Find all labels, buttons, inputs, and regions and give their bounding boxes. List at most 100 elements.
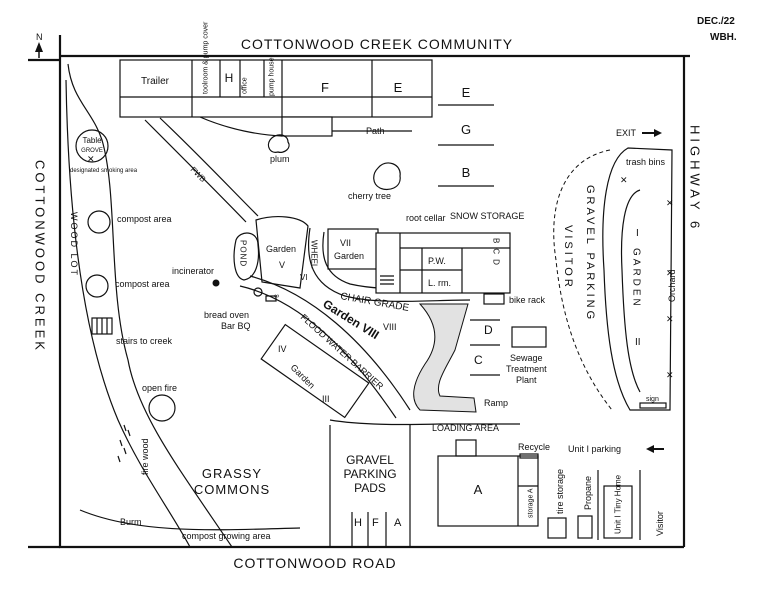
sign-label: sign [646,396,659,403]
tree-marker-3-icon: ✕ [666,268,674,278]
garden-i-number: I [636,228,639,239]
cherry-tree-icon [373,162,401,191]
burm-label: Burm [120,517,142,527]
exit-label: EXIT [616,128,637,138]
bbq-icon [265,295,277,302]
pad-a-label: A [394,517,402,529]
laundry-label: L. rm. [428,278,451,288]
lot-b-label: B [462,165,471,180]
stairs-label: stairs to creek [116,336,173,346]
path-label: Path [366,126,385,136]
table-grove-circle [75,129,109,163]
pad-h-label: H [354,517,362,529]
top-building-row [119,59,433,118]
storage-a-label: storage A [528,488,535,518]
propane-label: Propane [583,476,593,510]
lot-g-label: G [461,122,471,137]
bike-rack-label: bike rack [509,295,546,305]
lot-d-label: D [484,323,493,337]
creek-inner-curve [65,79,191,548]
building-a-label: A [474,482,483,497]
building-a [437,455,539,527]
bcd-label: BCD [492,238,501,270]
entry-arrow-icon [646,445,664,453]
pond-label: POND [239,240,248,267]
garden-iii-number: III [322,394,330,404]
compost-area-1-label: compost area [117,214,172,224]
gravel-pads-outline [329,425,411,547]
tire-storage-label: tire storage [555,469,565,514]
fire-wood-label: fire wood [140,438,150,475]
svg-text:∞: ∞ [274,293,279,300]
tree-marker-2-icon: ✕ [666,198,674,208]
root-cellar-building [375,232,511,294]
tiny-home-box [603,485,633,539]
orchard-label: Orchard [667,269,677,302]
propane-box [577,515,593,539]
creek-bank-curve [67,63,233,548]
unit-i-parking-label: Unit I parking [568,444,621,454]
pad-f-label: F [372,517,379,529]
garden-v-label: Garden [266,244,296,254]
recycle-label: Recycle [518,442,550,452]
root-cellar-label: root cellar [406,213,446,223]
ramp-label: Ramp [484,398,508,408]
compost-growing-label: compost growing area [182,531,271,541]
open-fire-circle [148,394,176,422]
author-label: WBH. [710,32,737,43]
sewage-label-1: Sewage [510,353,543,363]
creek-label: COTTONWOOD CREEK [33,160,48,353]
garden-vii [327,228,379,270]
tire-storage-box [547,517,567,539]
lot-e-label: E [462,85,471,100]
table-label: Table [82,136,102,145]
gravel-pads-label-2: PARKING [343,467,396,481]
garden-iv-number: IV [278,344,287,354]
stairs-icon [91,317,113,335]
wood-lot-label: WOOD LOT [69,212,79,277]
plum-tree-icon [267,134,290,153]
bike-rack-box [483,293,505,305]
tree-marker-1-icon: ✕ [620,175,628,185]
open-fire-label: open fire [142,383,177,393]
garden-iii-iv [260,323,370,419]
road-label: COTTONWOOD ROAD [233,555,396,571]
tree-marker-5-icon: ✕ [666,370,674,380]
grassy-label: GRASSY [202,466,262,481]
garden-ii-number: II [635,337,641,348]
garden-vi-label: VI [300,273,308,282]
garden-vii-number: VII [340,238,351,248]
north-arrow-icon: N [35,32,43,58]
building-h-label: H [225,71,234,85]
trash-bins-label-1: trash bins [626,157,666,167]
ramp-shape [413,303,477,413]
bread-oven-icon [253,287,263,297]
garden-i-ii-loop [602,147,673,411]
building-f-label: F [321,80,329,95]
garden-v [255,216,309,289]
compost-area-2-label: compost area [115,279,170,289]
north-label: N [36,32,43,42]
pump-house-label: pump house [269,57,276,96]
visitor-label: Visitor [655,511,665,536]
bar-bq-label: Bar BQ [221,321,251,331]
gravel-pads-label-3: PADS [354,481,386,495]
smoking-area-label: designated smoking area [70,168,138,174]
community-title: COTTONWOOD CREEK COMMUNITY [241,36,513,52]
lot-c-label: C [474,353,483,367]
f-annex [281,116,333,137]
commons-label: COMMONS [194,482,270,497]
building-e-label: E [394,80,403,95]
loading-area-label: LOADING AREA [432,423,499,433]
fwb-label: FWB [189,165,208,184]
garden-v-number: V [279,260,285,270]
garden-vii-label: Garden [334,251,364,261]
compost-bin-2 [85,274,109,298]
chair-grade-road [307,227,471,302]
gravel-pads-label-1: GRAVEL [346,453,394,467]
highway-label: HIGHWAY 6 [688,125,703,232]
grove-label: GROVE [81,148,103,154]
snow-storage-label: SNOW STORAGE [450,211,524,221]
sewage-tank [511,326,547,348]
toolroom-label: toolroom & pump cover [203,21,210,94]
